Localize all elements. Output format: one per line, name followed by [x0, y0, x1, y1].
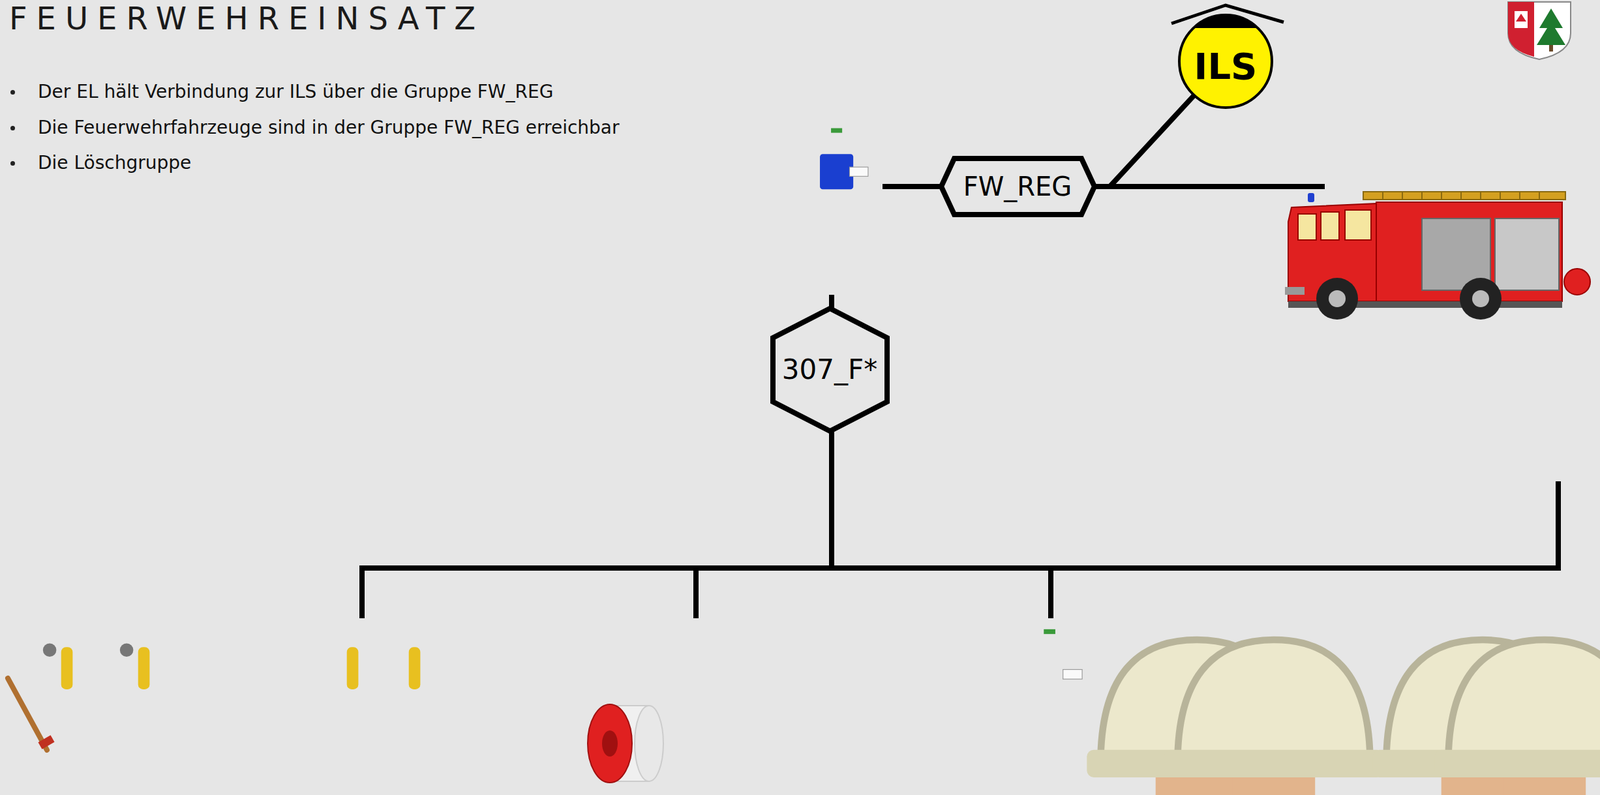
hub: [1472, 290, 1490, 308]
bullet-dot: [10, 125, 16, 131]
node-label: FW_REG: [963, 171, 1073, 202]
node-content: FW_REG: [938, 155, 1098, 218]
hub: [1328, 290, 1346, 308]
compartment: [1494, 218, 1559, 291]
hexagon-outline: [772, 308, 888, 432]
wire: [359, 565, 365, 619]
control-center-circle: ILS: [1177, 13, 1274, 110]
wire: [1095, 183, 1325, 190]
ladder: [1363, 191, 1566, 200]
node-content: ILS: [1177, 13, 1274, 110]
wire: [693, 565, 699, 619]
bullet-text: Der EL hält Verbindung zur ILS über die …: [37, 80, 554, 104]
window: [1344, 210, 1372, 241]
ladder-rungs: [1382, 191, 1540, 200]
axe: [7, 678, 47, 751]
axe-head: [37, 735, 55, 749]
wheel: [1459, 277, 1502, 320]
firefighter-figure: [408, 639, 1600, 795]
wire: [882, 183, 940, 190]
wire: [829, 430, 835, 571]
bullet-item: Die Feuerwehrfahrzeuge sind in der Grupp…: [37, 116, 620, 139]
wire: [1048, 565, 1054, 619]
hose-reel: [1564, 268, 1591, 295]
blue-light: [1307, 193, 1315, 203]
hose-reel: [587, 704, 664, 783]
connector-line: [1097, 95, 1195, 187]
node-label: ILS: [1194, 45, 1258, 88]
window: [1298, 213, 1317, 241]
radio-group-hexagon: 307_F*: [770, 305, 890, 434]
wire: [1555, 481, 1561, 571]
coat-of-arms: [1508, 1, 1571, 60]
circle-outline: [1179, 15, 1272, 108]
radio-group-hexagon: FW_REG: [938, 155, 1098, 218]
fire-truck: [1284, 191, 1591, 320]
bullet-text: Die Feuerwehrfahrzeuge sind in der Grupp…: [37, 116, 620, 139]
bullet-dot: [10, 161, 16, 166]
firefighter-figure: [1043, 629, 1600, 795]
bumper: [1284, 286, 1305, 295]
window: [1320, 211, 1340, 241]
bullet-item: Die Löschgruppe: [37, 151, 192, 175]
circle-cap: [1193, 15, 1259, 29]
wheel: [1316, 277, 1359, 320]
bullet-dot: [10, 90, 16, 95]
firefighter-figure: [347, 639, 1600, 795]
node-label: 307_F*: [782, 354, 878, 386]
node-content: 307_F*: [770, 305, 890, 434]
page-title: FEUERWEHREINSATZ: [9, 1, 485, 36]
firefighter-figure: [120, 639, 1453, 795]
wire: [359, 565, 1561, 571]
bullet-text: Die Löschgruppe: [37, 151, 192, 175]
bullet-item: Der EL hält Verbindung zur ILS über die …: [37, 80, 554, 104]
hexagon-outline: [941, 158, 1095, 215]
